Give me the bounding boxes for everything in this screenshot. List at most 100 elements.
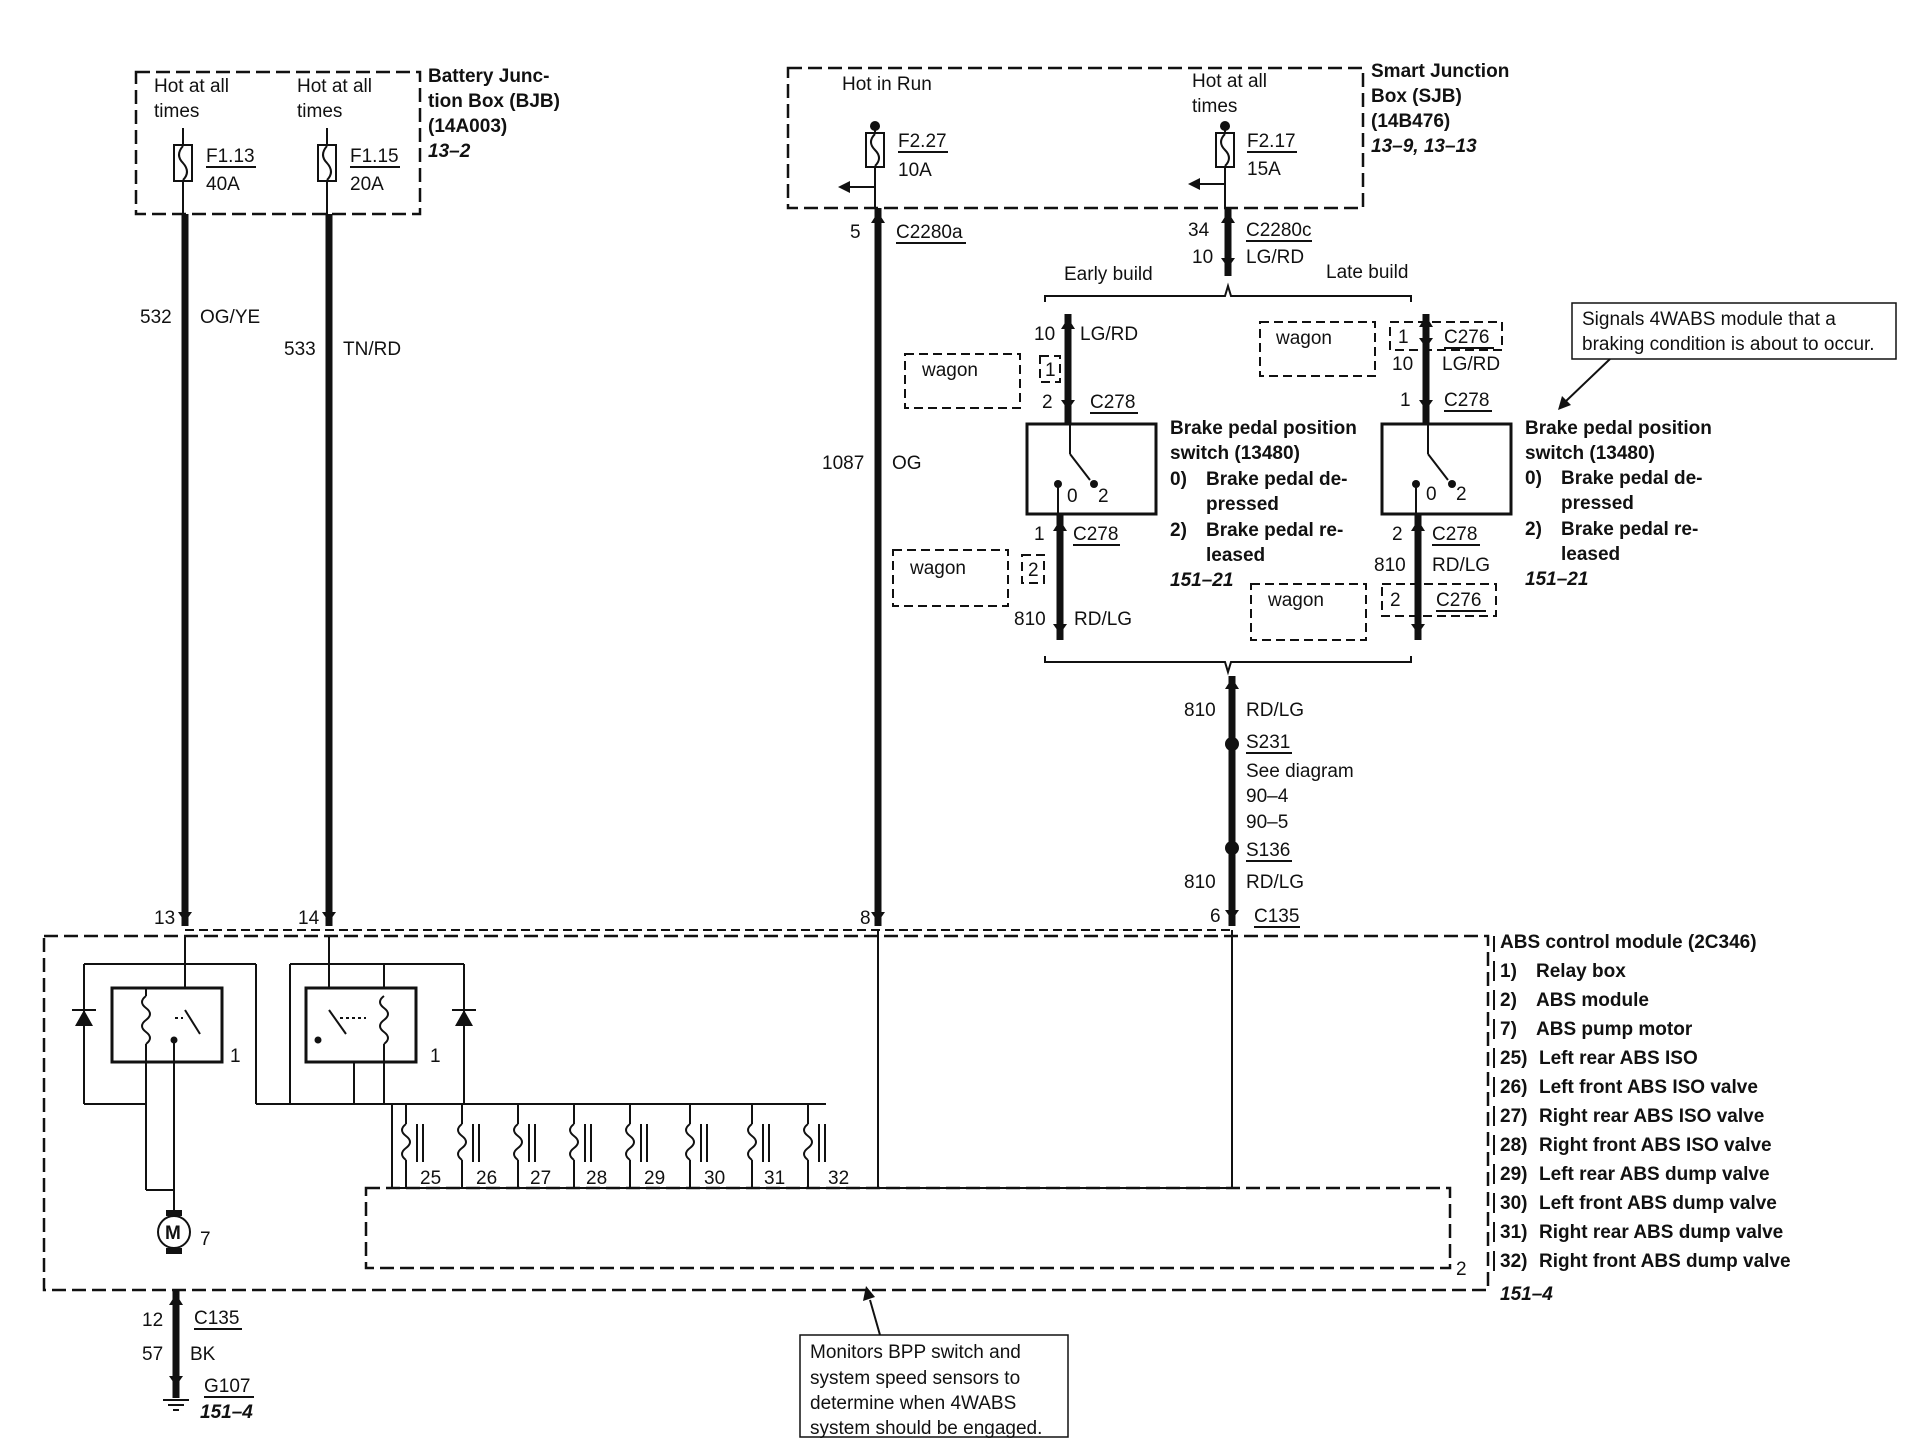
wire-1087-color: OG bbox=[892, 453, 922, 474]
fuse-f1-13-rating: 40A bbox=[206, 174, 240, 195]
svg-text:25: 25 bbox=[420, 1168, 441, 1189]
battery-junction-box: Hot at all times Hot at all times F1.13 … bbox=[134, 66, 560, 216]
legend-item-num: 29) bbox=[1500, 1164, 1527, 1185]
c2280c-circuit: 10 bbox=[1192, 247, 1213, 268]
legend-item-num: 28) bbox=[1500, 1135, 1527, 1156]
late-contact-0: 0 bbox=[1426, 484, 1437, 505]
splice-s231: S231 bbox=[1246, 732, 1290, 753]
fuse-f2-27-rating: 10A bbox=[898, 160, 932, 181]
early-wagon-bot-pin: 2 bbox=[1028, 560, 1039, 581]
legend-item-num: 31) bbox=[1500, 1222, 1527, 1243]
svg-text:pressed: pressed bbox=[1561, 493, 1634, 514]
svg-text:Brake pedal position: Brake pedal position bbox=[1525, 418, 1712, 439]
svg-text:Brake pedal re-: Brake pedal re- bbox=[1206, 520, 1343, 541]
late-build-label: Late build bbox=[1326, 262, 1408, 283]
wire-533-circuit: 533 bbox=[284, 339, 316, 360]
svg-text:Brake pedal de-: Brake pedal de- bbox=[1561, 468, 1703, 489]
sjb-title-line1: Smart Junction bbox=[1371, 61, 1509, 82]
module-pin-14: 14 bbox=[298, 908, 320, 929]
module-ref: 151–4 bbox=[1500, 1284, 1553, 1305]
bjb-title-line3: (14A003) bbox=[428, 116, 507, 137]
ground-circuit: 57 bbox=[142, 1344, 163, 1365]
ground-color: BK bbox=[190, 1344, 216, 1365]
legend-item-num: 26) bbox=[1500, 1077, 1527, 1098]
svg-text:28: 28 bbox=[586, 1168, 607, 1189]
ground-ref: 151–4 bbox=[200, 1402, 253, 1423]
legend-item-num: 25) bbox=[1500, 1048, 1527, 1069]
early-wagon-bot: wagon bbox=[909, 558, 966, 579]
early-bottom-circuit: 810 bbox=[1014, 609, 1046, 630]
valve-29: 29 bbox=[625, 1104, 665, 1189]
monitors-note: Monitors BPP switch and system speed sen… bbox=[799, 1286, 1069, 1439]
valve-32: 32 bbox=[803, 1104, 849, 1189]
legend-item-num: 27) bbox=[1500, 1106, 1527, 1127]
early-build-label: Early build bbox=[1064, 264, 1153, 285]
svg-text:32: 32 bbox=[828, 1168, 849, 1189]
legend-item-label: Right rear ABS ISO valve bbox=[1539, 1106, 1764, 1127]
module-pin-8: 8 bbox=[860, 908, 871, 929]
legend-item-label: Left rear ABS ISO bbox=[1539, 1048, 1698, 1069]
svg-text:system speed sensors to: system speed sensors to bbox=[810, 1368, 1020, 1389]
svg-text:Signals 4WABS module that a: Signals 4WABS module that a bbox=[1582, 309, 1836, 330]
splice-top-circuit: 810 bbox=[1184, 700, 1216, 721]
fuse-icon bbox=[173, 144, 193, 182]
bjb-title-line2: tion Box (BJB) bbox=[428, 91, 560, 112]
legend-item-label: Right rear ABS dump valve bbox=[1539, 1222, 1783, 1243]
early-contact-0: 0 bbox=[1067, 486, 1078, 507]
fuse-f1-15-id: F1.15 bbox=[350, 146, 399, 167]
legend-item-num: 30) bbox=[1500, 1193, 1527, 1214]
ground-id: G107 bbox=[204, 1376, 250, 1397]
splice-ref-1: 90–4 bbox=[1246, 786, 1289, 807]
c2280c-color: LG/RD bbox=[1246, 247, 1304, 268]
early-bottom-color: RD/LG bbox=[1074, 609, 1132, 630]
fuse-f2-17-id: F2.17 bbox=[1247, 131, 1296, 152]
early-contact-2: 2 bbox=[1098, 486, 1109, 507]
brake-pedal-switch-label-late: Brake pedal position switch (13480) 0) B… bbox=[1525, 418, 1712, 590]
legend-item-label: ABS pump motor bbox=[1536, 1019, 1693, 1040]
legend-item-label: Relay box bbox=[1536, 961, 1626, 982]
ground-pin: 12 bbox=[142, 1310, 163, 1331]
svg-text:leased: leased bbox=[1561, 544, 1620, 565]
svg-text:30: 30 bbox=[704, 1168, 725, 1189]
late-c276-bot-pin: 2 bbox=[1390, 590, 1401, 611]
splice-bottom-circuit: 810 bbox=[1184, 872, 1216, 893]
splice-see-diagram: See diagram bbox=[1246, 761, 1354, 782]
late-c278-bot-conn: C278 bbox=[1432, 524, 1477, 545]
valve-31: 31 bbox=[747, 1104, 785, 1189]
bjb-hot2-line1: Hot at all bbox=[297, 76, 372, 97]
ground-conn: C135 bbox=[194, 1308, 239, 1329]
early-build-branch: 10 LG/RD wagon 1 2 C278 0 2 1 C278 wagon… bbox=[892, 314, 1158, 640]
c2280c-pin: 34 bbox=[1188, 220, 1210, 241]
svg-text:leased: leased bbox=[1206, 545, 1265, 566]
bjb-title-line1: Battery Junc- bbox=[428, 66, 549, 87]
late-c276-top-pin: 1 bbox=[1398, 327, 1409, 348]
smart-junction-box: Hot in Run Hot at all times F2.27 10A F2… bbox=[786, 61, 1509, 210]
fuse-icon bbox=[1215, 132, 1235, 168]
legend-item-num: 7) bbox=[1500, 1019, 1517, 1040]
legend-item-num: 32) bbox=[1500, 1251, 1527, 1272]
svg-text:switch (13480): switch (13480) bbox=[1170, 443, 1300, 464]
splice-ref-2: 90–5 bbox=[1246, 812, 1288, 833]
svg-text:system should be engaged.: system should be engaged. bbox=[810, 1418, 1042, 1439]
late-build-branch: wagon 1 C276 10 LG/RD 1 C278 0 2 2 C278 … bbox=[1250, 314, 1513, 641]
late-c276-bot-conn: C276 bbox=[1436, 590, 1481, 611]
splice-conn: C135 bbox=[1254, 906, 1299, 927]
valve-25: 25 bbox=[401, 1104, 441, 1189]
valve-27: 27 bbox=[513, 1104, 551, 1189]
late-mid-circuit: 10 bbox=[1392, 354, 1413, 375]
late-c278-top-pin: 1 bbox=[1400, 390, 1411, 411]
splice-top-color: RD/LG bbox=[1246, 700, 1304, 721]
abs-control-module: 2 1 bbox=[42, 930, 1791, 1305]
fuse-icon bbox=[317, 144, 337, 182]
early-c278-top-pin: 2 bbox=[1042, 392, 1053, 413]
late-contact-2: 2 bbox=[1456, 484, 1467, 505]
early-c278-bot-pin: 1 bbox=[1034, 524, 1045, 545]
module-inner-label: 2 bbox=[1456, 1259, 1467, 1280]
svg-text:switch (13480): switch (13480) bbox=[1525, 443, 1655, 464]
fuse-f1-15-rating: 20A bbox=[350, 174, 384, 195]
relay-2-label: 1 bbox=[430, 1046, 441, 1067]
sjb-hot-all-line2: times bbox=[1192, 96, 1237, 117]
relay-1-label: 1 bbox=[230, 1046, 241, 1067]
